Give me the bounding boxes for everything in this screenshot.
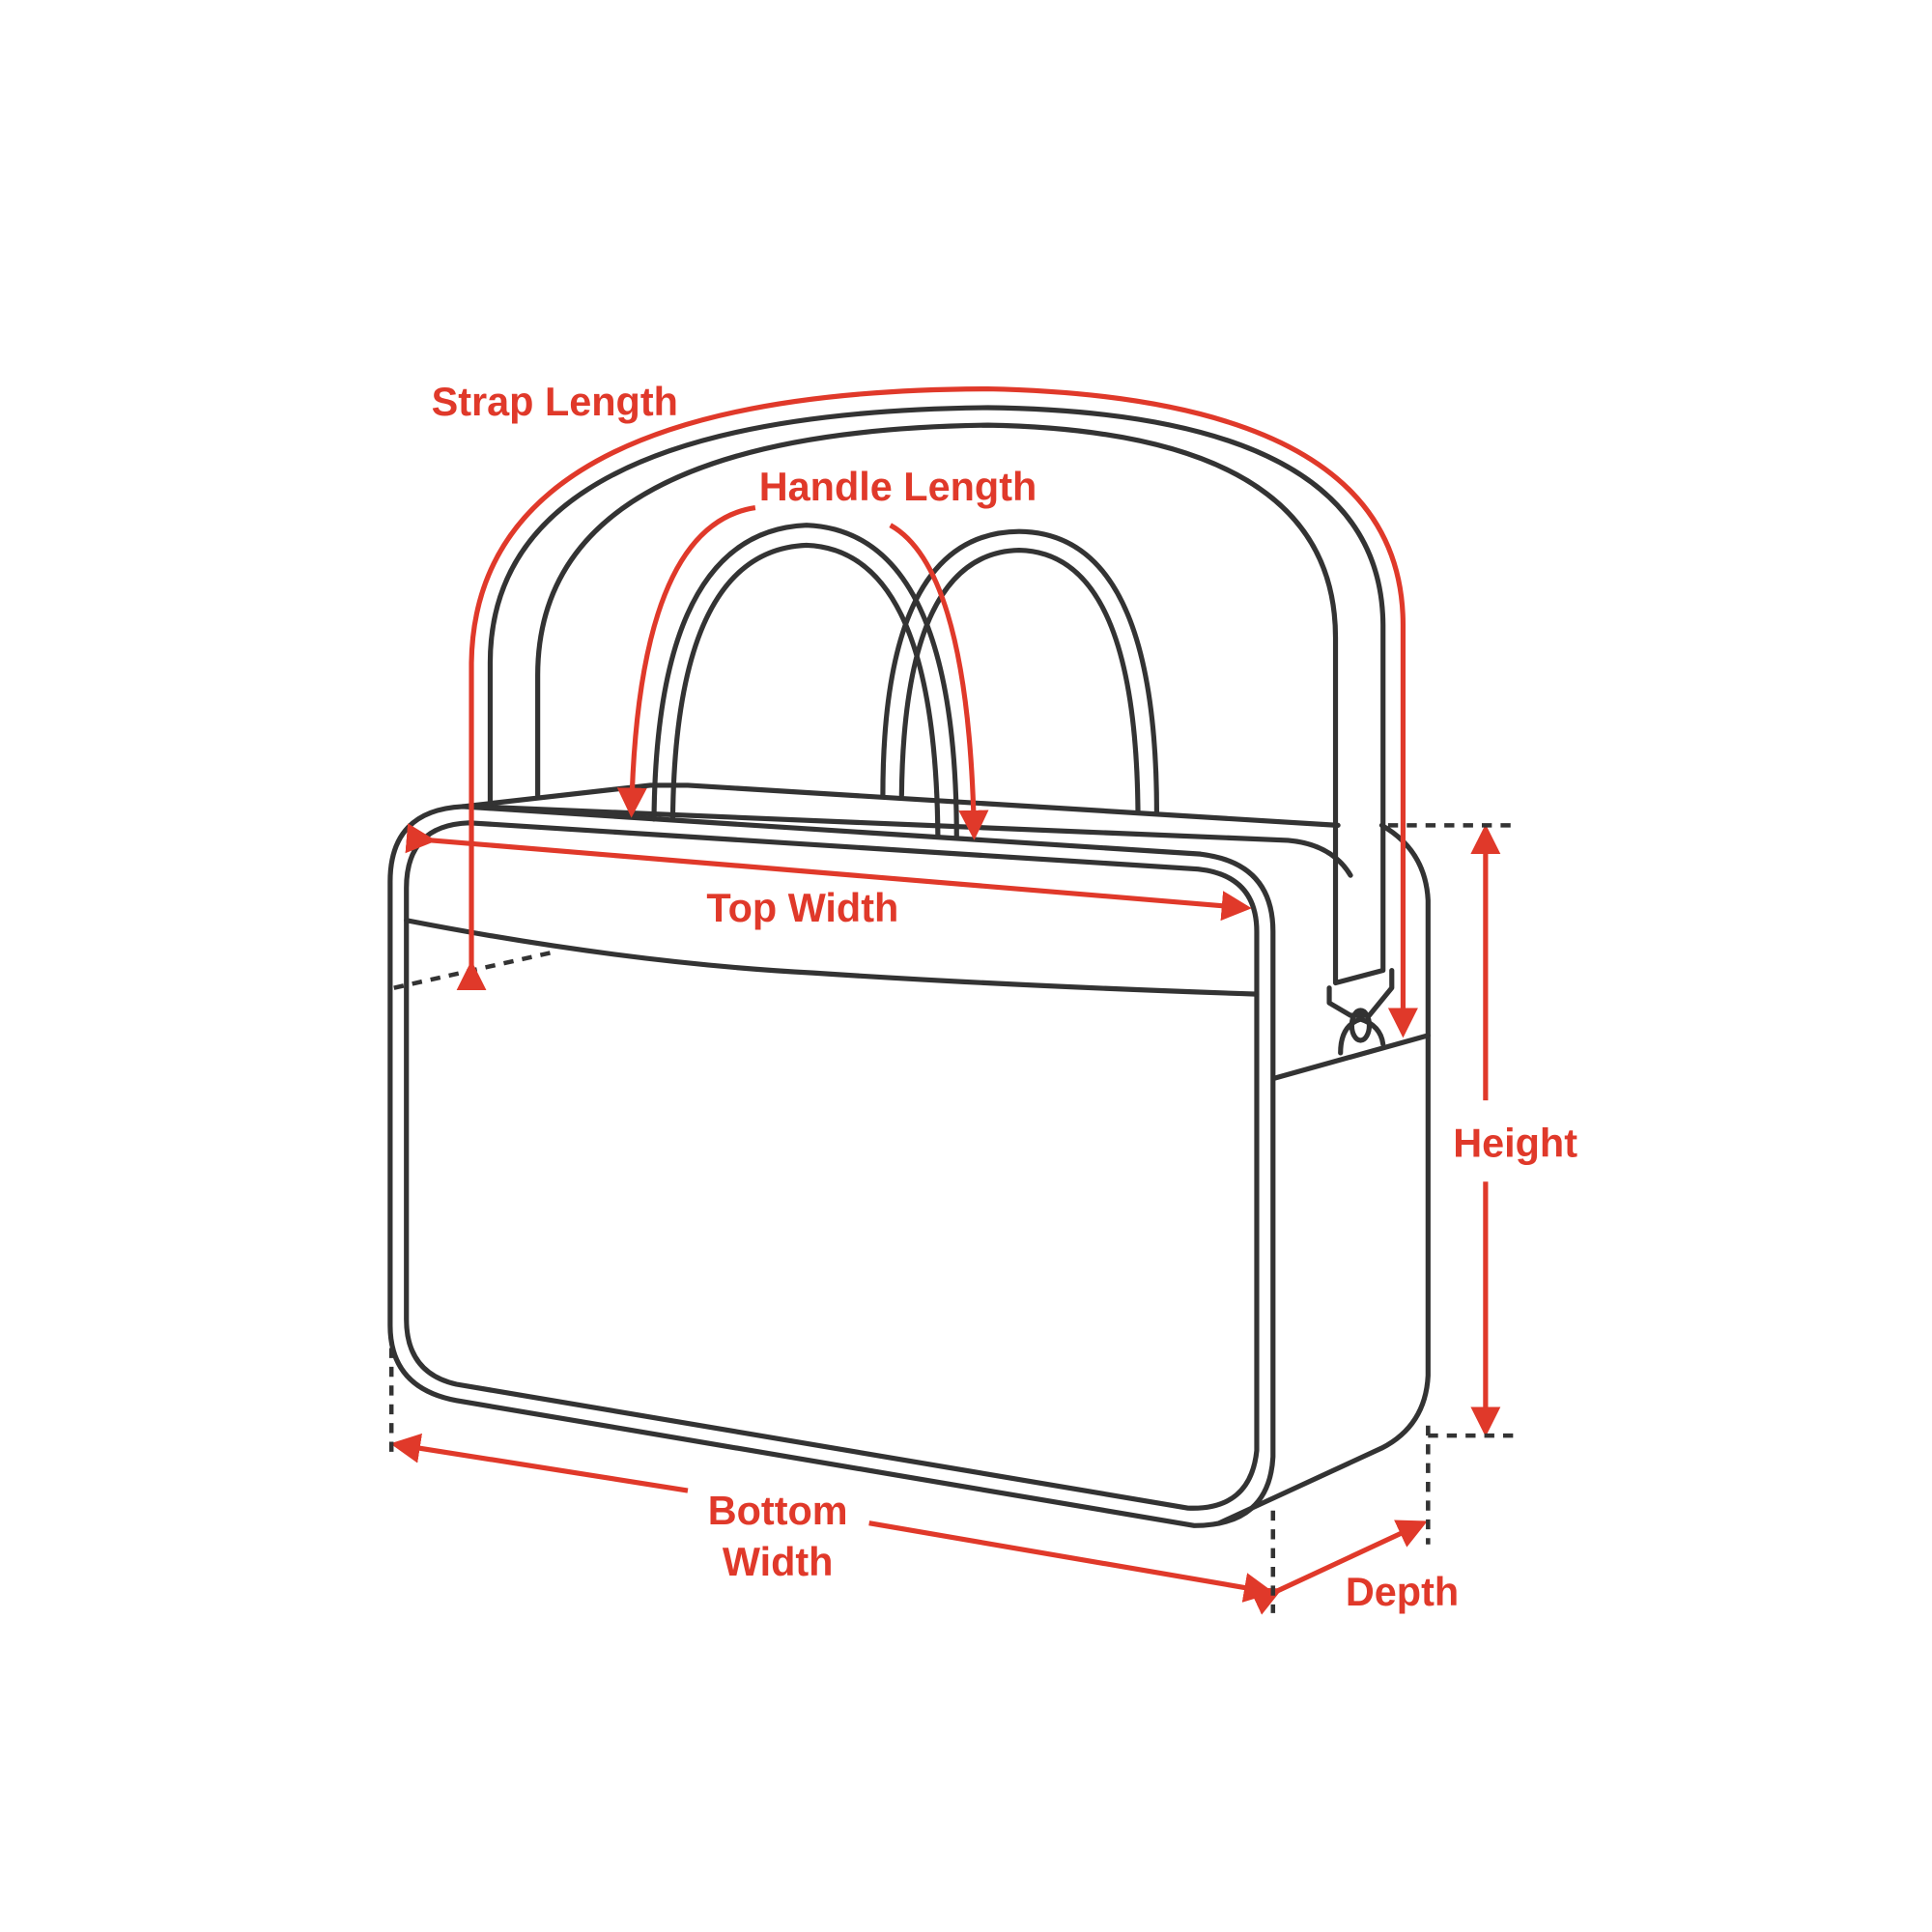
top-width-arrow [405,823,1252,922]
bottom-width-arrow-right [868,1520,1275,1603]
top-width-label: Top Width [706,886,898,930]
depth-arrow [1248,1520,1428,1615]
bottom-width-label-line1: Bottom [708,1489,848,1533]
handle-length-arrow-right [889,523,989,840]
depth-label: Depth [1346,1570,1459,1614]
bottom-width-label-line2: Width [723,1540,834,1584]
dimension-lines [388,385,1520,1615]
strap-length-arrow [456,385,1418,1038]
handles [651,523,1159,840]
handle-length-arrow-left [616,505,756,818]
strap-length-label: Strap Length [432,380,678,424]
bag-outline [387,782,1431,1528]
bottom-width-arrow-left [389,1433,689,1493]
height-label: Height [1453,1121,1577,1165]
handle-length-label: Handle Length [759,465,1037,509]
